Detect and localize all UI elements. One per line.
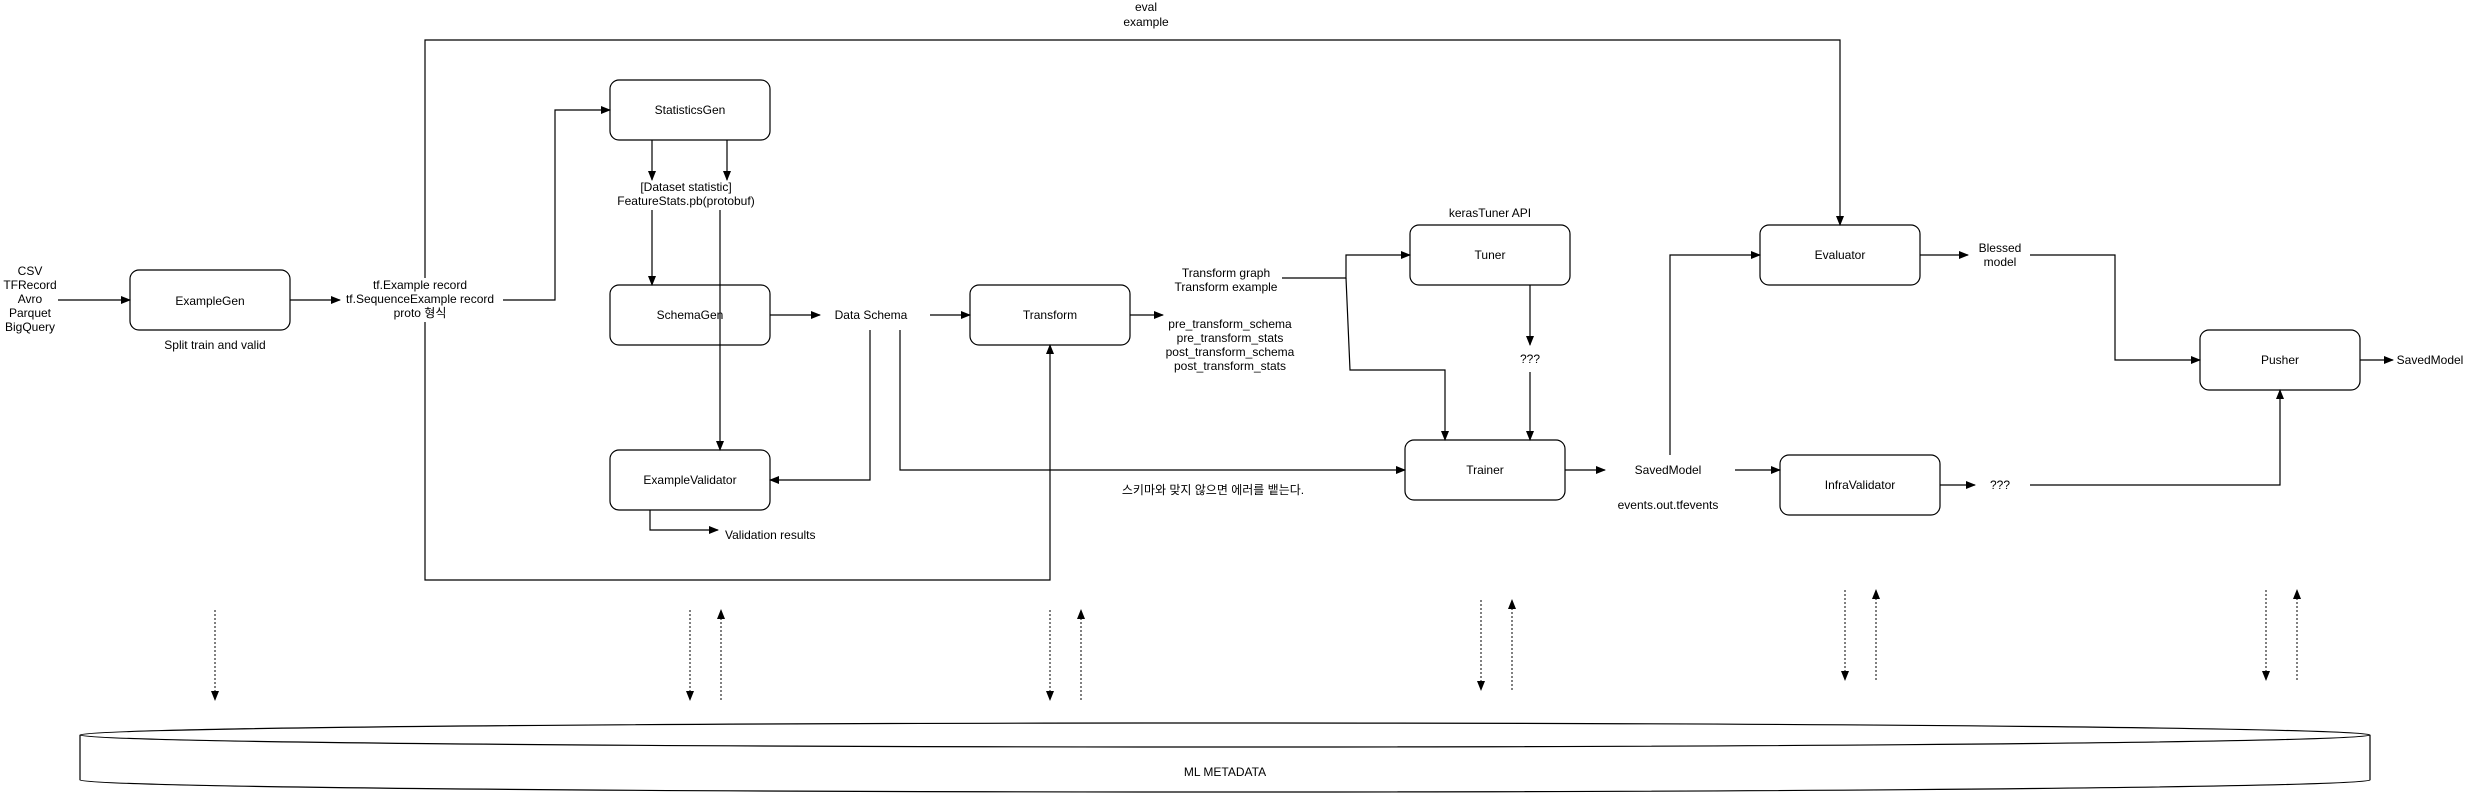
- example-validator-node[interactable]: ExampleValidator: [609, 449, 771, 511]
- example-validator-label: ExampleValidator: [643, 473, 736, 487]
- dataset-stats-label-2: FeatureStats.pb(protobuf): [617, 194, 754, 208]
- evaluator-label: Evaluator: [1815, 248, 1866, 262]
- input-formats: CSV TFRecord Avro Parquet BigQuery: [3, 264, 56, 334]
- record-label-2: tf.SequenceExample record: [346, 292, 494, 306]
- edge-transform-graph-to-tuner: [1282, 251, 1411, 279]
- edge-dataschema-to-examplevalidator: [769, 330, 871, 484]
- blessed-label-2: model: [1984, 255, 2017, 269]
- validation-results-label: Validation results: [725, 528, 816, 542]
- input-format-avro: Avro: [18, 292, 43, 306]
- pusher-label: Pusher: [2261, 353, 2299, 367]
- edge-dataschema-to-trainer: [899, 330, 1406, 474]
- record-label-3: proto 형식: [394, 306, 447, 320]
- edge-transform-graph-to-trainer: [1345, 277, 1449, 441]
- stats-output-label-4: post_transform_stats: [1174, 359, 1286, 373]
- infra-validator-label: InfraValidator: [1825, 478, 1895, 492]
- record-label-1: tf.Example record: [373, 278, 467, 292]
- transform-output-label-1: Transform graph: [1182, 266, 1270, 280]
- edge-eval-example-to-evaluator: [424, 39, 1844, 278]
- transform-label: Transform: [1023, 308, 1077, 322]
- input-format-bigquery: BigQuery: [5, 320, 55, 334]
- pusher-output-label: SavedModel: [2397, 353, 2464, 367]
- edge-examplevalidator-to-results: [649, 510, 719, 534]
- stats-output-label-2: pre_transform_stats: [1177, 331, 1284, 345]
- schema-gen-node[interactable]: SchemaGen: [609, 284, 771, 346]
- input-format-parquet: Parquet: [9, 306, 52, 320]
- trainer-node[interactable]: Trainer: [1404, 439, 1566, 501]
- tuner-unknown-label: ???: [1520, 352, 1540, 366]
- metadata-links: [211, 589, 2301, 701]
- pusher-node[interactable]: Pusher: [2199, 329, 2361, 391]
- eval-label-1: eval: [1135, 0, 1157, 14]
- schema-error-note: 스키마와 맞지 않으면 에러를 뱉는다.: [1122, 483, 1304, 497]
- edge-savedmodel-to-evaluator: [1669, 251, 1761, 455]
- blessed-label-1: Blessed: [1979, 241, 2022, 255]
- example-gen-node[interactable]: ExampleGen: [129, 269, 291, 331]
- flow-edges: [58, 39, 2394, 581]
- dataset-stats-label-1: [Dataset statistic]: [640, 180, 731, 194]
- stats-output-label-3: post_transform_schema: [1166, 345, 1295, 359]
- split-label: Split train and valid: [164, 338, 265, 352]
- input-format-tfrecord: TFRecord: [3, 278, 56, 292]
- statistics-gen-label: StatisticsGen: [655, 103, 726, 117]
- stats-output-label-1: pre_transform_schema: [1168, 317, 1292, 331]
- keras-tuner-label: kerasTuner API: [1449, 206, 1531, 220]
- transform-output-label-2: Transform example: [1175, 280, 1278, 294]
- infra-unknown-label: ???: [1990, 478, 2010, 492]
- tuner-node[interactable]: Tuner: [1409, 224, 1571, 286]
- evaluator-node[interactable]: Evaluator: [1759, 224, 1921, 286]
- edge-records-to-statisticsgen: [503, 106, 611, 301]
- tuner-label: Tuner: [1475, 248, 1506, 262]
- input-format-csv: CSV: [18, 264, 43, 278]
- events-label: events.out.tfevents: [1618, 498, 1719, 512]
- statistics-gen-node[interactable]: StatisticsGen: [609, 79, 771, 141]
- example-gen-label: ExampleGen: [175, 294, 244, 308]
- data-schema-label: Data Schema: [835, 308, 908, 322]
- edge-unknown-to-pusher: [2030, 389, 2284, 486]
- eval-label-2: example: [1123, 15, 1169, 29]
- edge-records-loop-to-transform: [424, 322, 1054, 581]
- infra-validator-node[interactable]: InfraValidator: [1779, 454, 1941, 516]
- schema-gen-label: SchemaGen: [657, 308, 724, 322]
- edge-blessed-to-pusher: [2030, 254, 2201, 364]
- trainer-label: Trainer: [1466, 463, 1504, 477]
- saved-model-label: SavedModel: [1635, 463, 1702, 477]
- ml-metadata-store[interactable]: ML METADATA: [79, 722, 2371, 793]
- ml-metadata-label: ML METADATA: [1184, 765, 1266, 779]
- transform-node[interactable]: Transform: [969, 284, 1131, 346]
